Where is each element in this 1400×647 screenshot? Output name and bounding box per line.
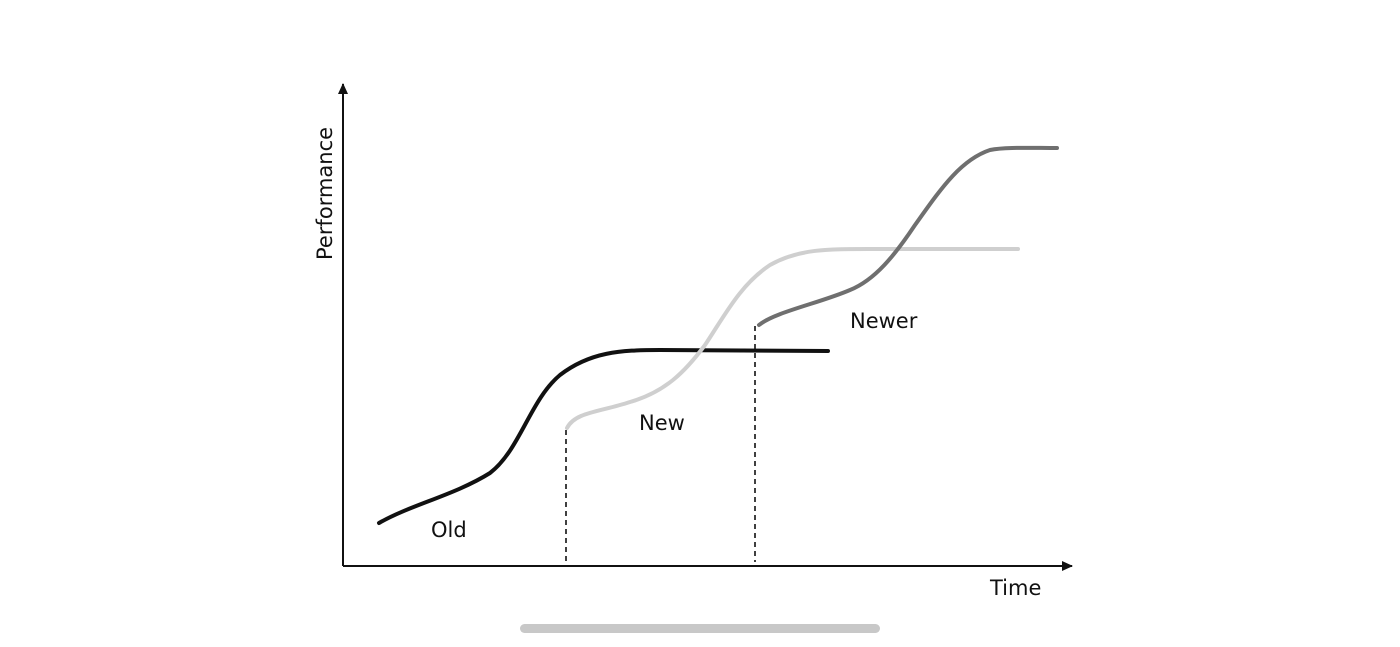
newer-curve bbox=[757, 145, 1059, 327]
old-curve bbox=[377, 347, 830, 525]
newer-curve-label: Newer bbox=[850, 309, 918, 333]
new-curve bbox=[565, 246, 1020, 430]
y-axis-label: Performance bbox=[313, 127, 337, 260]
x-axis-label: Time bbox=[989, 576, 1041, 600]
old-curve-label: Old bbox=[431, 518, 467, 542]
home-indicator-bar bbox=[520, 624, 880, 633]
new-curve-label: New bbox=[639, 411, 685, 435]
